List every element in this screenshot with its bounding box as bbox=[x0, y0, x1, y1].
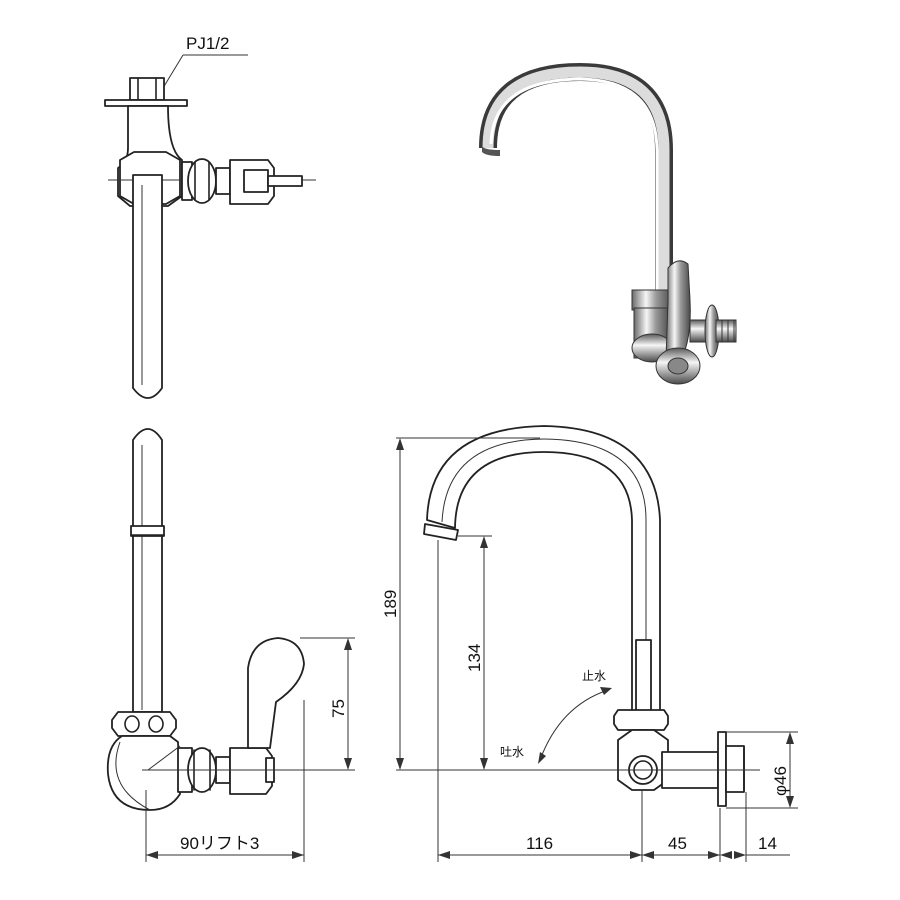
side-view: 75 90リフト3 bbox=[106, 428, 355, 862]
discharge-label: 吐水 bbox=[500, 745, 524, 759]
spout-height-label: 134 bbox=[465, 644, 484, 672]
flange-label: 14 bbox=[758, 834, 777, 853]
reach-label: 116 bbox=[526, 834, 553, 853]
total-height-label: 189 bbox=[381, 590, 400, 618]
diameter-label: φ46 bbox=[771, 766, 790, 796]
front-view: 189 134 止水 吐水 φ46 116 45 14 bbox=[381, 425, 798, 862]
product-photo bbox=[479, 62, 737, 385]
width-lift-label: 90リフト3 bbox=[180, 834, 259, 853]
thread-label: PJ1/2 bbox=[186, 34, 229, 53]
depth-label: 45 bbox=[668, 834, 687, 853]
handle-height-label: 75 bbox=[329, 699, 348, 718]
top-view: PJ1/2 bbox=[104, 34, 316, 399]
stop-water-label: 止水 bbox=[582, 669, 606, 683]
